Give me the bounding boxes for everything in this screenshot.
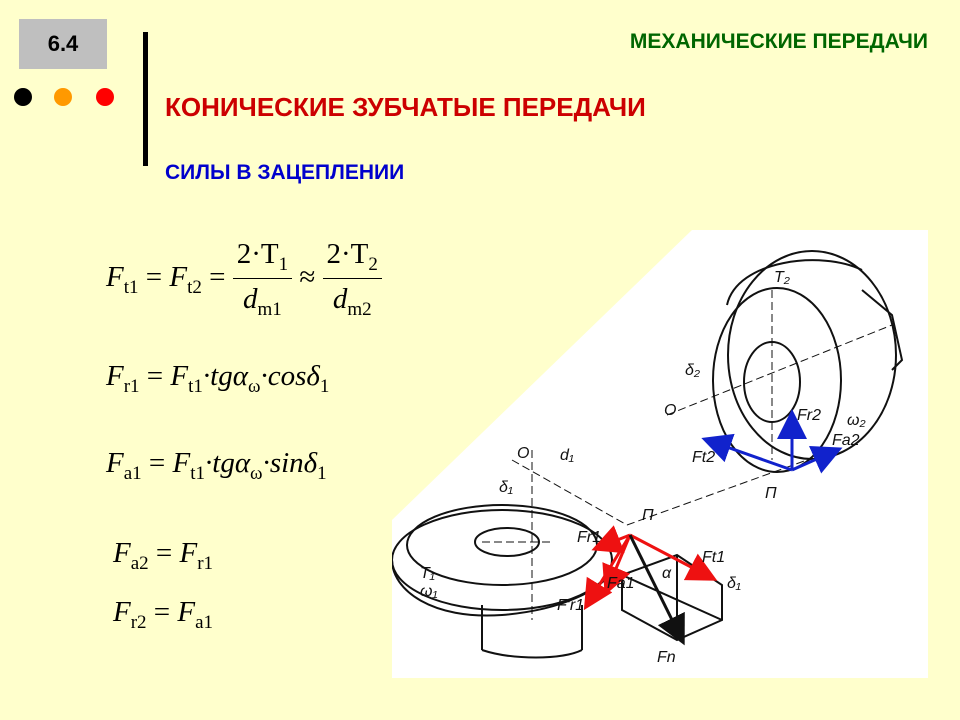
formula-fa1: Fa1 = Ft1·tgαω·sinδ1 bbox=[106, 447, 327, 485]
subscript: 2 bbox=[368, 254, 378, 275]
vertical-divider bbox=[143, 32, 148, 166]
equals: = bbox=[153, 596, 171, 628]
symbol: F bbox=[172, 447, 191, 479]
cos-delta: ·cosδ bbox=[260, 360, 320, 392]
subscript: t1 bbox=[123, 277, 139, 299]
label-T1: T₁ bbox=[420, 565, 435, 582]
symbol: F bbox=[106, 261, 124, 294]
equals: = bbox=[148, 447, 166, 479]
label-Pi-mid: П bbox=[642, 507, 654, 524]
label-Pi-top: П bbox=[765, 485, 777, 502]
subscript: a1 bbox=[195, 612, 214, 633]
label-delta1b: δ₁ bbox=[727, 575, 741, 592]
subscript: t1 bbox=[190, 463, 206, 484]
symbol: F bbox=[106, 447, 124, 479]
subscript: ω bbox=[250, 463, 263, 484]
equals: = bbox=[146, 360, 164, 392]
page-title: КОНИЧЕСКИЕ ЗУБЧАТЫЕ ПЕРЕДАЧИ bbox=[165, 92, 646, 122]
label-Fn: Fn bbox=[657, 649, 676, 666]
subscript: ω bbox=[247, 376, 261, 397]
symbol: F bbox=[113, 537, 131, 569]
numerator: 2·T bbox=[326, 238, 369, 270]
label-alpha: α bbox=[662, 565, 672, 582]
label-omega1: ω₁ bbox=[420, 583, 438, 600]
approx-sign: ≈ bbox=[299, 261, 316, 294]
gear-diagram: T₂ δ₂ O Fr2 ω₂ Fa2 Ft2 П O d₁ δ₁ П Fr1 F… bbox=[392, 230, 904, 666]
formula-fa2: Fa2 = Fr1 bbox=[113, 537, 213, 575]
equals: = bbox=[145, 261, 163, 294]
subscript: r1 bbox=[123, 376, 140, 397]
sin-delta: ·sinδ bbox=[262, 447, 318, 479]
label-Ft2: Ft2 bbox=[692, 449, 715, 466]
subscript: a1 bbox=[123, 463, 142, 484]
label-Fa1: Fa1 bbox=[607, 575, 635, 592]
subscript: m1 bbox=[257, 299, 282, 320]
fraction-1: 2·T1 dm1 bbox=[232, 238, 293, 321]
dot-red bbox=[96, 88, 114, 106]
denominator: d bbox=[332, 283, 348, 315]
label-delta2: δ₂ bbox=[685, 362, 700, 379]
label-Ft1: Ft1 bbox=[702, 549, 725, 566]
subscript: 1 bbox=[317, 463, 327, 484]
page-subtitle: СИЛЫ В ЗАЦЕПЛЕНИИ bbox=[165, 161, 405, 184]
section-title: МЕХАНИЧЕСКИЕ ПЕРЕДАЧИ bbox=[629, 30, 928, 53]
dot-black bbox=[14, 88, 32, 106]
tg-alpha: ·tgα bbox=[202, 360, 248, 392]
label-Fr2: Fr2 bbox=[797, 407, 821, 424]
label-delta1: δ₁ bbox=[499, 479, 513, 496]
subscript: m2 bbox=[347, 299, 372, 320]
slide-number-badge: 6.4 bbox=[19, 19, 107, 69]
subscript: t1 bbox=[188, 376, 203, 397]
dot-orange bbox=[54, 88, 72, 106]
equals: = bbox=[209, 261, 226, 294]
symbol: F bbox=[113, 596, 131, 628]
symbol: F bbox=[106, 360, 124, 392]
symbol: F bbox=[169, 261, 188, 294]
label-O-left: O bbox=[517, 445, 529, 462]
subscript: 1 bbox=[319, 376, 330, 397]
symbol: F bbox=[170, 360, 189, 392]
label-T2: T₂ bbox=[774, 269, 790, 286]
label-omega2: ω₂ bbox=[847, 412, 866, 429]
numerator: 2·T bbox=[236, 238, 279, 270]
subscript: t2 bbox=[187, 277, 202, 299]
formula-ft: Ft1 = Ft2 = 2·T1 dm1 ≈ 2·T2 dm2 bbox=[106, 238, 382, 321]
tg-alpha: ·tgα bbox=[205, 447, 251, 479]
symbol: F bbox=[177, 596, 196, 628]
equals: = bbox=[155, 537, 173, 569]
subscript: r1 bbox=[197, 553, 214, 574]
label-Fr1-prime: F'r1 bbox=[557, 597, 584, 614]
label-Fa2: Fa2 bbox=[832, 432, 860, 449]
fraction-2: 2·T2 dm2 bbox=[322, 238, 382, 321]
denominator: d bbox=[243, 283, 258, 315]
subscript: a2 bbox=[130, 553, 149, 574]
subscript: r2 bbox=[130, 612, 147, 633]
label-d1: d₁ bbox=[560, 447, 574, 464]
label-O-top: O bbox=[664, 402, 676, 419]
formula-fr1: Fr1 = Ft1·tgαω·cosδ1 bbox=[106, 360, 329, 398]
bevel-gear-forces-figure: T₂ δ₂ O Fr2 ω₂ Fa2 Ft2 П O d₁ δ₁ П Fr1 F… bbox=[392, 230, 928, 678]
label-Fr1: Fr1 bbox=[577, 529, 601, 546]
subscript: 1 bbox=[278, 254, 289, 275]
formula-fr2: Fr2 = Fa1 bbox=[113, 596, 213, 634]
symbol: F bbox=[179, 537, 198, 569]
